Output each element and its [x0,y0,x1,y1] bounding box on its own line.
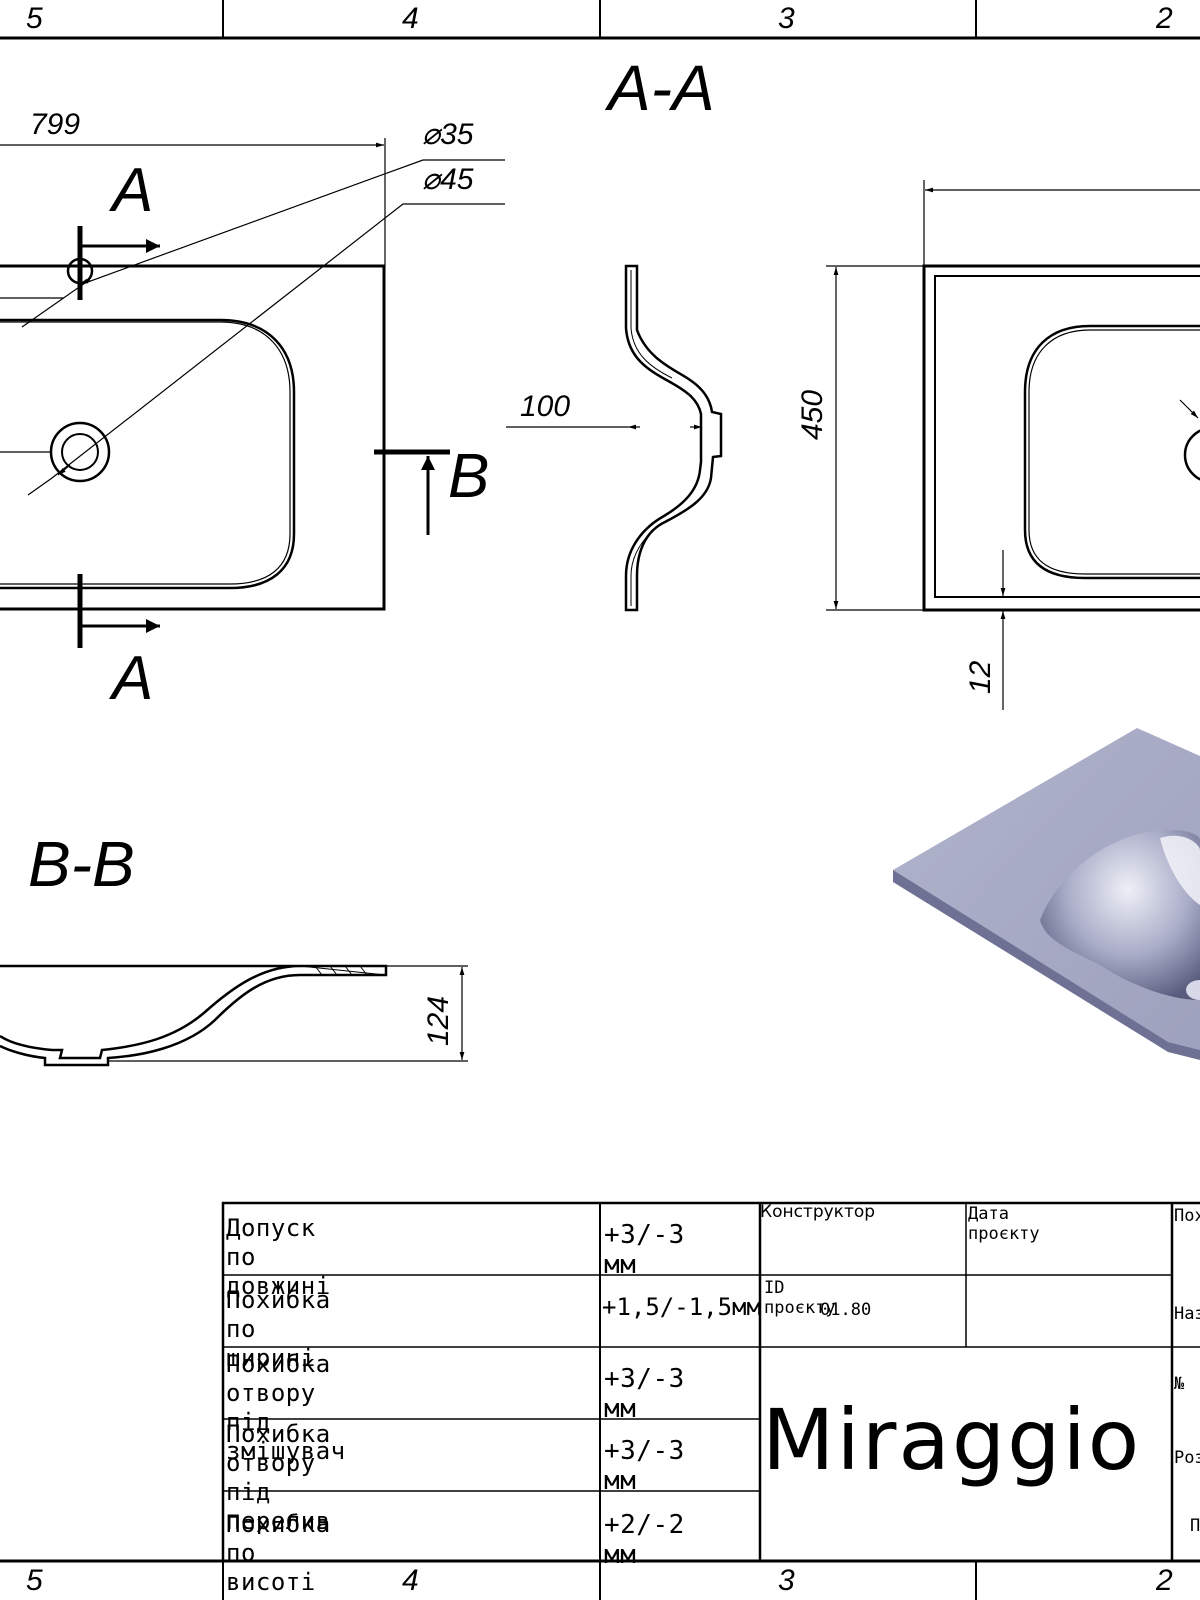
titleblock-cut-1: Пох [1174,1206,1200,1226]
zone-label-bottom-4: 4 [402,1564,419,1597]
zone-label-bottom-3: 3 [778,1564,795,1597]
title-block-grid [221,1201,1200,1563]
tolerance-label-length: Допуск по довжині [226,1214,331,1300]
project-id-label: ID проєкту [764,1278,836,1318]
titleblock-cut-3: № [1174,1374,1185,1394]
dim-rim: 12 [964,660,997,694]
project-date-label: Дата проєкту [968,1204,1040,1244]
section-bb-profile [0,964,468,1067]
designer-label: Конструктор [760,1202,876,1222]
tolerance-label-mixer-hole: Похибка отвору під змішувач [226,1350,346,1465]
diameter-icon: ⌀ [422,163,441,196]
dim-height: 124 [422,995,455,1046]
cut-label-b: B [448,442,490,511]
tolerance-value-length: +3/-3 мм [604,1220,685,1280]
tolerance-value-height: +2/-2 мм [604,1510,685,1570]
right-plan-view [826,180,1200,710]
zone-label-top-2: 2 [1156,2,1173,35]
titleblock-cut-2: Наз [1174,1304,1200,1324]
dim-width: 450 [796,389,829,440]
section-title-bb: B-B [28,828,135,900]
sink-3d-render [893,728,1200,1060]
dim-depth: 100 [520,390,571,423]
titleblock-cut-5: П [1190,1516,1200,1536]
dim-mixer-hole: ⌀35 [422,118,474,151]
diameter-icon: ⌀ [422,118,441,151]
section-title-aa: A-A [608,52,715,124]
zone-label-bottom-2: 2 [1156,1564,1173,1597]
tolerance-label-width: Похибка по ширині [226,1286,331,1372]
tolerance-label-overflow-hole: Похибка отвору під перелив [226,1420,331,1535]
dim-length: 799 [30,108,81,141]
titleblock-cut-4: Роз [1174,1448,1200,1468]
plan-view [0,138,505,648]
tolerance-value-mixer-hole: +3/-3 мм [604,1364,685,1424]
zone-label-bottom-5: 5 [26,1564,43,1597]
cut-label-a-bottom: A [112,644,154,713]
zone-label-top-5: 5 [26,2,43,35]
cut-label-a-top: A [112,156,154,225]
section-aa-profile [506,264,723,612]
zone-label-top-4: 4 [402,2,419,35]
zone-label-top-3: 3 [778,2,795,35]
tolerance-label-height: Похибка по висоті [226,1510,331,1596]
drain-hole-inner [61,433,99,471]
tolerance-value-width: +1,5/-1,5мм [602,1293,761,1321]
brand-logo: Miraggio [762,1391,1142,1489]
tolerance-value-overflow-hole: +3/-3 мм [604,1436,685,1496]
project-id-value: 01.80 [820,1300,872,1320]
dim-drain-hole: ⌀45 [422,163,474,196]
